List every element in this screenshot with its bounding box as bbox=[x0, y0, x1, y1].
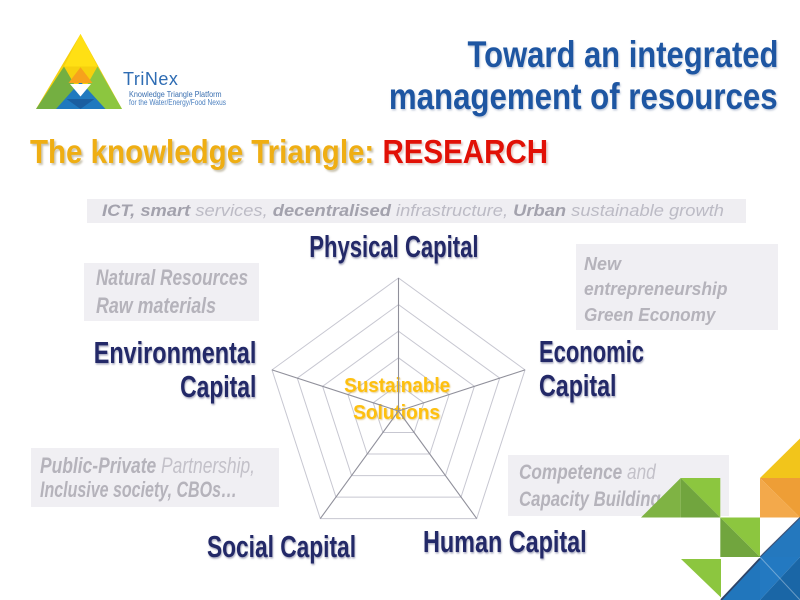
axis-label-human-capital: Human Capital bbox=[423, 523, 640, 559]
slide-title: Toward an integrated management of resou… bbox=[258, 34, 778, 118]
banner-bold-ict-smart: ICT, smart bbox=[102, 201, 191, 220]
axis-label-social-capital: Social Capital bbox=[207, 528, 410, 564]
axis-label-economic-line2: Capital bbox=[538, 368, 617, 403]
center-label-line1: Sustainable bbox=[344, 374, 450, 397]
logo-brand-label: TriNex bbox=[123, 69, 179, 89]
banner-regular-sustainable-growth: sustainable growth bbox=[566, 201, 725, 220]
subtitle-lead: The knowledge Triangle: bbox=[30, 132, 383, 170]
callout-competence-line2: Capacity Building bbox=[518, 487, 661, 511]
banner-bold-urban: Urban bbox=[513, 201, 567, 220]
callout-public-private-regular: Partnership, bbox=[156, 452, 255, 478]
logo-tagline-2-label: for the Water/Energy/Food Nexus bbox=[128, 98, 226, 107]
subtitle-research: RESEARCH bbox=[382, 132, 549, 170]
axis-label-environmental-capital: Environmental Capital bbox=[0, 334, 256, 404]
callout-public-private-line2: Inclusive society, CBOs… bbox=[40, 477, 238, 503]
axis-label-environmental-line2: Capital bbox=[179, 368, 256, 404]
center-label-line2: Solutions bbox=[353, 402, 441, 424]
axis-label-physical-text: Physical Capital bbox=[309, 228, 479, 264]
callout-public-private: Public-Private Partnership, Inclusive so… bbox=[40, 452, 311, 503]
callout-natural-resources-line1: Natural Resources bbox=[96, 265, 249, 290]
callout-competence-regular: and bbox=[621, 460, 656, 484]
axis-label-human-text: Human Capital bbox=[423, 523, 588, 559]
banner-strip: ICT, smart services, decentralised infra… bbox=[87, 199, 746, 223]
callout-natural-resources: Natural Resources Raw materials bbox=[96, 264, 290, 319]
callout-box-natural-resources bbox=[84, 263, 259, 321]
callout-new-entrepreneurship-line3: Green Economy bbox=[584, 303, 716, 325]
logo-brand-text: TriNex bbox=[123, 70, 178, 88]
callout-competence: Competence and Capacity Building bbox=[519, 459, 696, 513]
callout-competence-bold: Competence bbox=[518, 460, 622, 484]
radar-center-label: Sustainable Solutions bbox=[297, 373, 497, 428]
callout-box-public-private bbox=[31, 448, 279, 507]
axis-label-economic-capital: Economic Capital bbox=[539, 335, 739, 403]
banner-regular-services: services, bbox=[190, 201, 273, 220]
trinex-logo-icon bbox=[36, 34, 122, 109]
logo-tagline-2: for the Water/Energy/Food Nexus bbox=[129, 99, 248, 107]
callout-new-entrepreneurship-line2: entrepreneurship bbox=[584, 278, 728, 300]
callout-natural-resources-line2: Raw materials bbox=[96, 292, 217, 318]
callout-public-private-bold: Public-Private bbox=[40, 452, 157, 478]
axis-label-environmental-line1: Environmental bbox=[93, 334, 256, 370]
callout-new-entrepreneurship-line1: New bbox=[584, 252, 621, 274]
callout-new-entrepreneurship: New entrepreneurship Green Economy bbox=[584, 251, 736, 328]
logo-tagline-1-label: Knowledge Triangle Platform bbox=[128, 89, 222, 99]
title-line-1: Toward an integrated bbox=[467, 34, 778, 75]
slide-subtitle: The knowledge Triangle: RESEARCH bbox=[30, 133, 609, 171]
axis-label-economic-line1: Economic bbox=[538, 334, 644, 369]
logo-tagline-1: Knowledge Triangle Platform bbox=[128, 89, 231, 99]
banner-bold-decentralised: decentralised bbox=[272, 201, 391, 220]
axis-label-social-text: Social Capital bbox=[207, 528, 357, 564]
banner-regular-infrastructure: infrastructure, bbox=[390, 201, 514, 220]
axis-label-physical-capital: Physical Capital bbox=[244, 228, 544, 264]
title-line-2: management of resources bbox=[389, 76, 778, 117]
callout-box-new-entrepreneurship bbox=[576, 244, 778, 330]
